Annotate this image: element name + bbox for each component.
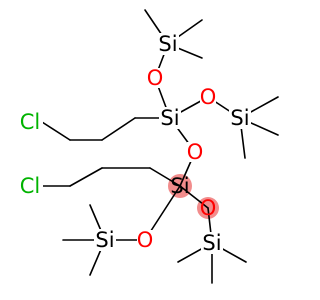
label-bg: [187, 142, 203, 162]
label-bg: [137, 230, 153, 250]
atom-si-lower-right: Si: [202, 231, 221, 255]
bond: [69, 167, 103, 187]
atom-si-lower-left: Si: [95, 228, 114, 252]
label-bg: [201, 232, 223, 254]
atom-label-backgrounds: [17, 33, 251, 254]
atom-si-upper-center: Si: [160, 106, 179, 130]
label-bg: [159, 107, 181, 129]
bond: [101, 117, 136, 141]
atom-o-bridge: O: [187, 140, 204, 164]
label-bg: [17, 175, 43, 197]
atom-cl-lower: Cl: [20, 174, 41, 198]
atom-o-upper-right: O: [200, 85, 217, 109]
label-bg: [147, 68, 163, 88]
atom-o-top: O: [147, 66, 164, 90]
bond: [149, 167, 181, 187]
label-bg: [200, 87, 216, 107]
atom-cl-upper: Cl: [20, 110, 41, 134]
bond: [179, 185, 209, 209]
label-bg: [17, 111, 43, 133]
label-bg: [229, 107, 251, 129]
atom-labels: Si O Si O Si O Si O Si O Si Cl Cl: [20, 32, 250, 255]
atom-si-lower-center: Si: [170, 174, 189, 198]
label-bg: [94, 229, 116, 251]
atom-o-lower-right: O: [200, 196, 217, 220]
atom-si-upper-right: Si: [230, 106, 249, 130]
label-bg: [157, 33, 179, 55]
molecule-structure-diagram: Si O Si O Si O Si O Si O Si Cl Cl: [17, 9, 279, 284]
atom-si-top: Si: [158, 32, 177, 56]
atom-o-lower-left: O: [137, 228, 154, 252]
bond: [41, 121, 71, 141]
